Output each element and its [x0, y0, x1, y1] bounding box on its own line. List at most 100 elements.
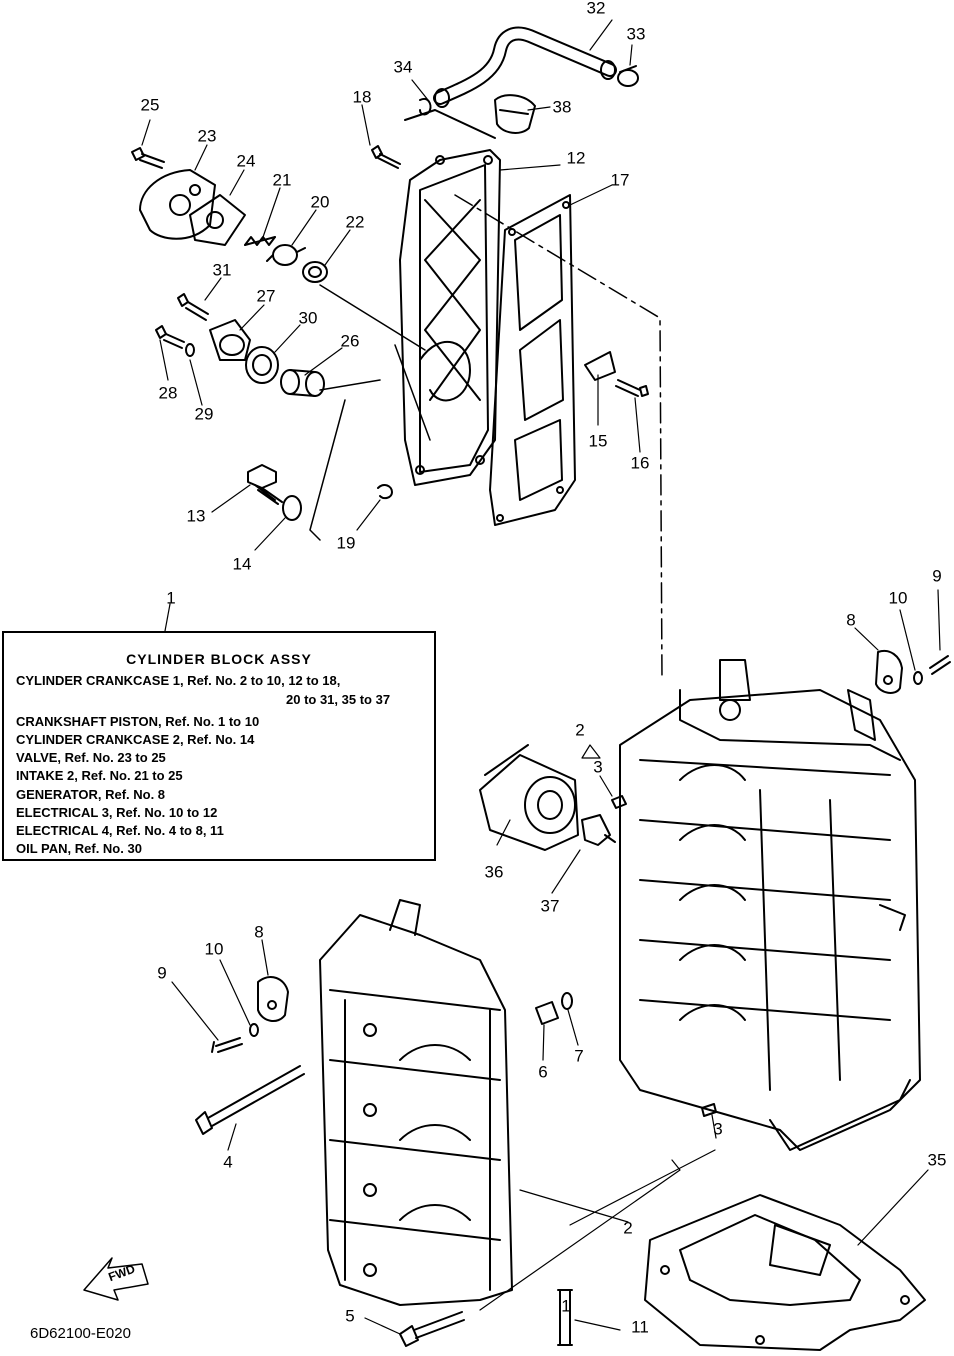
callout-12: 12 [566, 148, 586, 168]
oil-seal-30 [245, 346, 279, 384]
drawing-code: 6D62100-E020 [30, 1325, 131, 1342]
washer-29 [185, 343, 195, 357]
callout-10-upper: 10 [888, 588, 908, 608]
callout-9-upper: 9 [932, 566, 942, 586]
callout-3-upper: 3 [593, 757, 603, 777]
gasket-35 [644, 1194, 926, 1351]
legend-row: 20 to 31, 35 to 37 [286, 692, 391, 707]
collar-26 [280, 369, 325, 397]
callout-33: 33 [626, 24, 646, 44]
callout-19: 19 [336, 533, 356, 553]
callout-2-upper: 2 [575, 720, 585, 740]
callout-8-upper: 8 [846, 610, 856, 630]
hose-clip-33 [617, 65, 639, 87]
spring-21 [244, 236, 276, 246]
callout-38: 38 [552, 97, 572, 117]
drain-plug-13 [247, 464, 283, 505]
callout-23: 23 [197, 126, 217, 146]
oil-filter-36 [479, 744, 579, 851]
gasket-24 [189, 194, 246, 246]
anode-8-upper [875, 650, 903, 694]
callout-8-lower: 8 [254, 922, 264, 942]
callout-11: 11 [631, 1317, 649, 1337]
callout-7: 7 [574, 1046, 584, 1066]
forward-arrow-icon [83, 1257, 149, 1301]
anode-8-lower [257, 976, 289, 1022]
thermostat-20 [266, 244, 306, 266]
callout-29: 29 [194, 404, 214, 424]
gasket-17 [489, 194, 576, 526]
bolt-5 [399, 1311, 465, 1347]
stud-11 [557, 1289, 573, 1346]
legend-row: VALVE, Ref. No. 23 to 25 [16, 750, 166, 765]
callout-25: 25 [140, 95, 160, 115]
callout-30: 30 [298, 308, 318, 328]
callout-15: 15 [588, 431, 608, 451]
callout-6: 6 [538, 1062, 548, 1082]
cylinder-block [619, 659, 921, 1151]
washer-10-lower [249, 1023, 259, 1037]
bolt-9-upper [929, 655, 951, 675]
crankcase [319, 899, 513, 1306]
bolt-4 [195, 1065, 305, 1135]
bolt-16 [615, 379, 649, 397]
bolt-28 [155, 325, 185, 349]
legend-row: GENERATOR, Ref. No. 8 [16, 787, 166, 802]
callout-34: 34 [393, 57, 413, 77]
bolt-25 [131, 147, 165, 169]
bracket-15 [584, 351, 616, 381]
callout-28: 28 [158, 383, 178, 403]
callout-1: 1 [166, 588, 176, 608]
bolt-31 [177, 293, 209, 321]
dowel-pin-3-upper [611, 795, 627, 809]
callout-10-lower: 10 [204, 939, 224, 959]
callout-21: 21 [272, 170, 292, 190]
gasket-7 [561, 992, 573, 1010]
legend-row: OIL PAN, Ref. No. 30 [16, 841, 142, 856]
assembly-legend: CYLINDER BLOCK ASSY CYLINDER CRANKCASE 1… [2, 631, 436, 861]
callout-26: 26 [340, 331, 360, 351]
gasket-14 [282, 495, 302, 521]
callout-17: 17 [610, 170, 630, 190]
callout-13: 13 [186, 506, 206, 526]
clip-34 [404, 98, 496, 139]
callout-32: 32 [586, 0, 606, 18]
callout-36: 36 [484, 862, 504, 882]
callout-22: 22 [345, 212, 365, 232]
callout-16: 16 [630, 453, 650, 473]
hose-holder-38 [494, 94, 536, 134]
thermostat-cover-23 [139, 169, 216, 240]
callout-9-lower: 9 [157, 963, 167, 983]
washer-10-upper [913, 671, 923, 685]
cap-27 [209, 319, 251, 361]
dowel-pin-3-lower [701, 1103, 717, 1117]
legend-title: CYLINDER BLOCK ASSY [126, 651, 312, 667]
callout-14: 14 [232, 554, 252, 574]
bolt-6 [535, 1001, 559, 1025]
callout-5: 5 [345, 1306, 355, 1326]
legend-row: INTAKE 2, Ref. No. 21 to 25 [16, 768, 183, 783]
legend-row: ELECTRICAL 4, Ref. No. 4 to 8, 11 [16, 823, 224, 838]
water-hose-32 [433, 26, 617, 108]
legend-row: CRANKSHAFT PISTON, Ref. No. 1 to 10 [16, 714, 260, 729]
legend-row: ELECTRICAL 3, Ref. No. 10 to 12 [16, 805, 218, 820]
callout-18: 18 [352, 87, 372, 107]
clamp-19 [377, 484, 393, 500]
callout-27: 27 [256, 286, 276, 306]
legend-row: CYLINDER CRANKCASE 2, Ref. No. 14 [16, 732, 255, 747]
callout-4: 4 [223, 1152, 233, 1172]
oil-pressure-sender-37 [581, 814, 616, 846]
callout-2-lower: 2 [623, 1218, 633, 1238]
callout-1-stud: 1 [561, 1296, 571, 1316]
callout-20: 20 [310, 192, 330, 212]
legend-row: CYLINDER CRANKCASE 1, Ref. No. 2 to 10, … [16, 673, 341, 688]
callout-24: 24 [236, 151, 256, 171]
callout-31: 31 [212, 260, 232, 280]
callout-35: 35 [927, 1150, 947, 1170]
callout-37: 37 [540, 896, 560, 916]
grommet-22 [302, 261, 328, 283]
bolt-18 [371, 145, 401, 169]
exhaust-cover-12 [399, 149, 501, 486]
callout-3-lower: 3 [713, 1119, 723, 1139]
